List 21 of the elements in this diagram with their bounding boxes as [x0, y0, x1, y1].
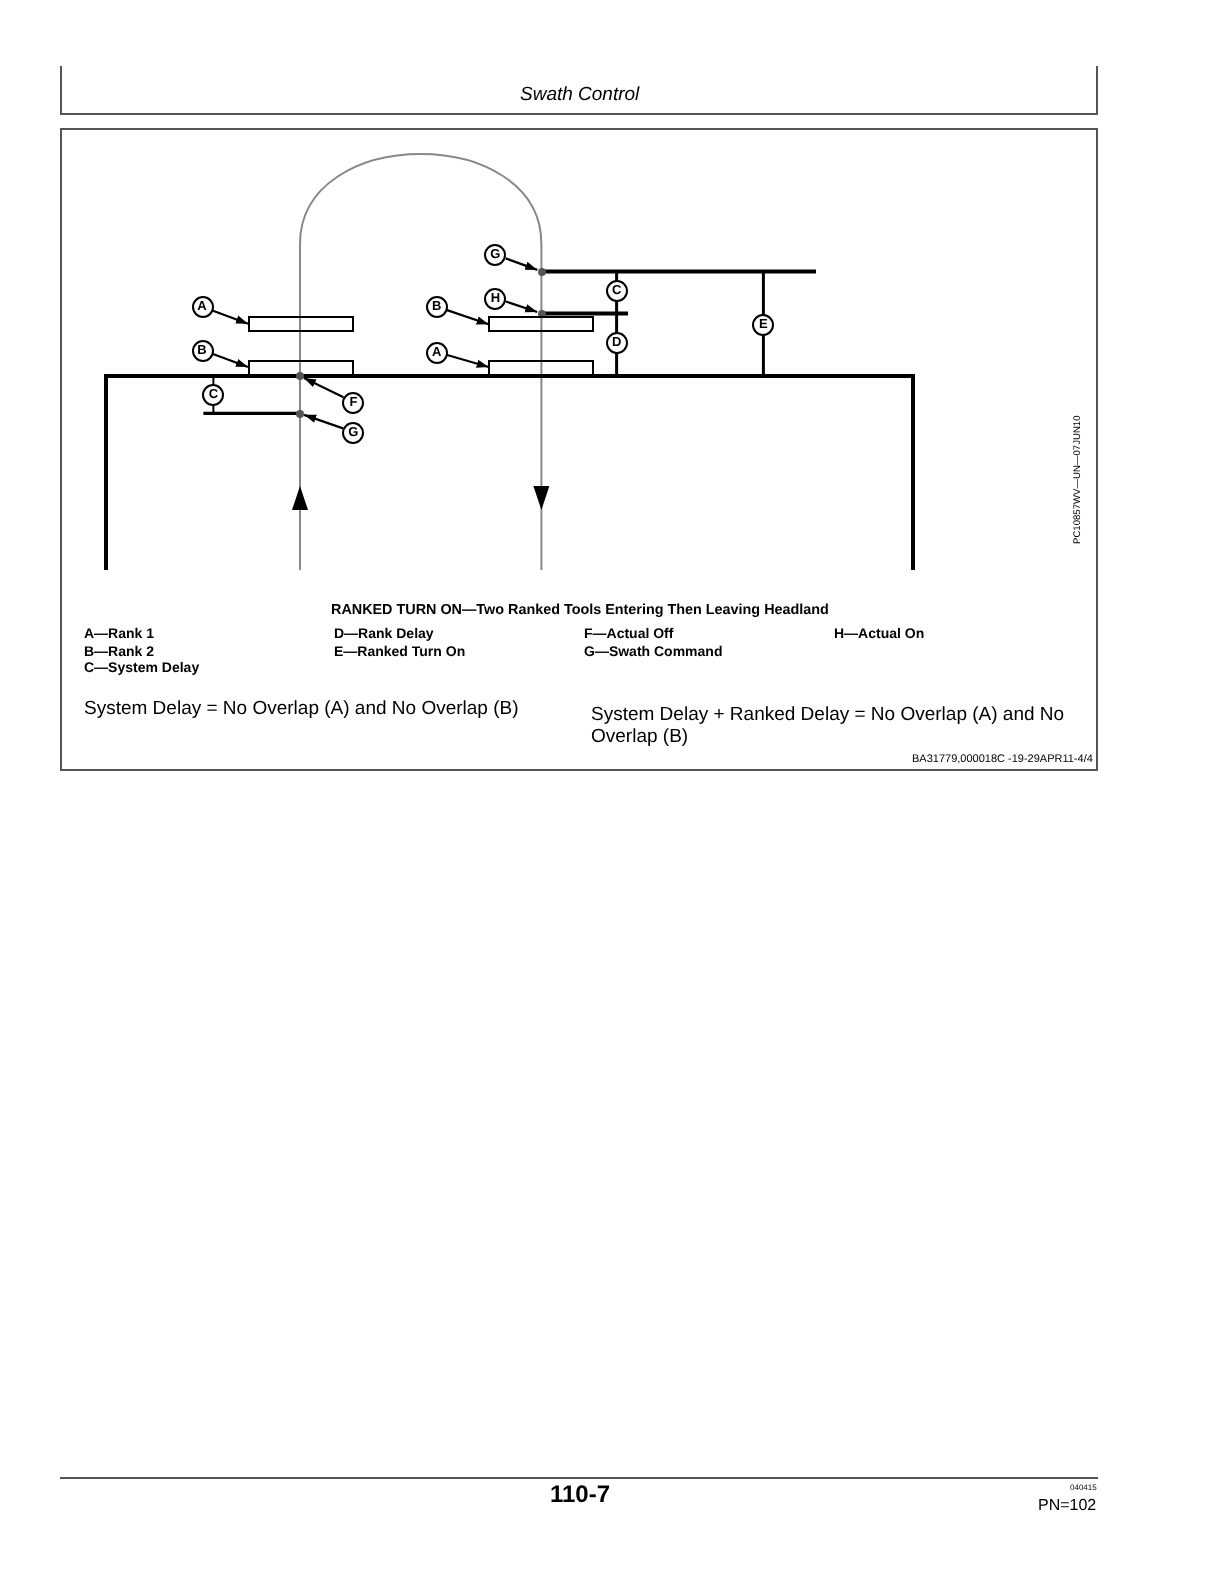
implement-bar: [248, 315, 354, 332]
leader-line: [446, 309, 489, 326]
leader-line: [303, 376, 344, 399]
dot-icon: [537, 309, 546, 318]
leader-line: [211, 309, 249, 325]
dot-icon: [295, 371, 305, 381]
page-code: PN=102: [1038, 1496, 1097, 1516]
leader-line: [211, 352, 249, 369]
formula-text: System Delay + Ranked Delay = No Overlap (A) and No Overlap (B): [591, 703, 1067, 750]
dot-icon: [295, 409, 305, 418]
dot-icon: [537, 267, 546, 276]
formula-text: System Delay = No Overlap (A) and No Overlap (B): [84, 697, 519, 720]
implement-bar: [488, 316, 595, 332]
leader-line: [505, 257, 538, 271]
implement-bar: [248, 359, 354, 375]
leader-line: [303, 413, 344, 430]
leader-line: [446, 354, 489, 369]
page-number: 110-7: [550, 1480, 611, 1509]
leader-line: [505, 300, 538, 314]
implement-bar: [488, 359, 595, 375]
section-title: Swath Control: [520, 83, 640, 106]
